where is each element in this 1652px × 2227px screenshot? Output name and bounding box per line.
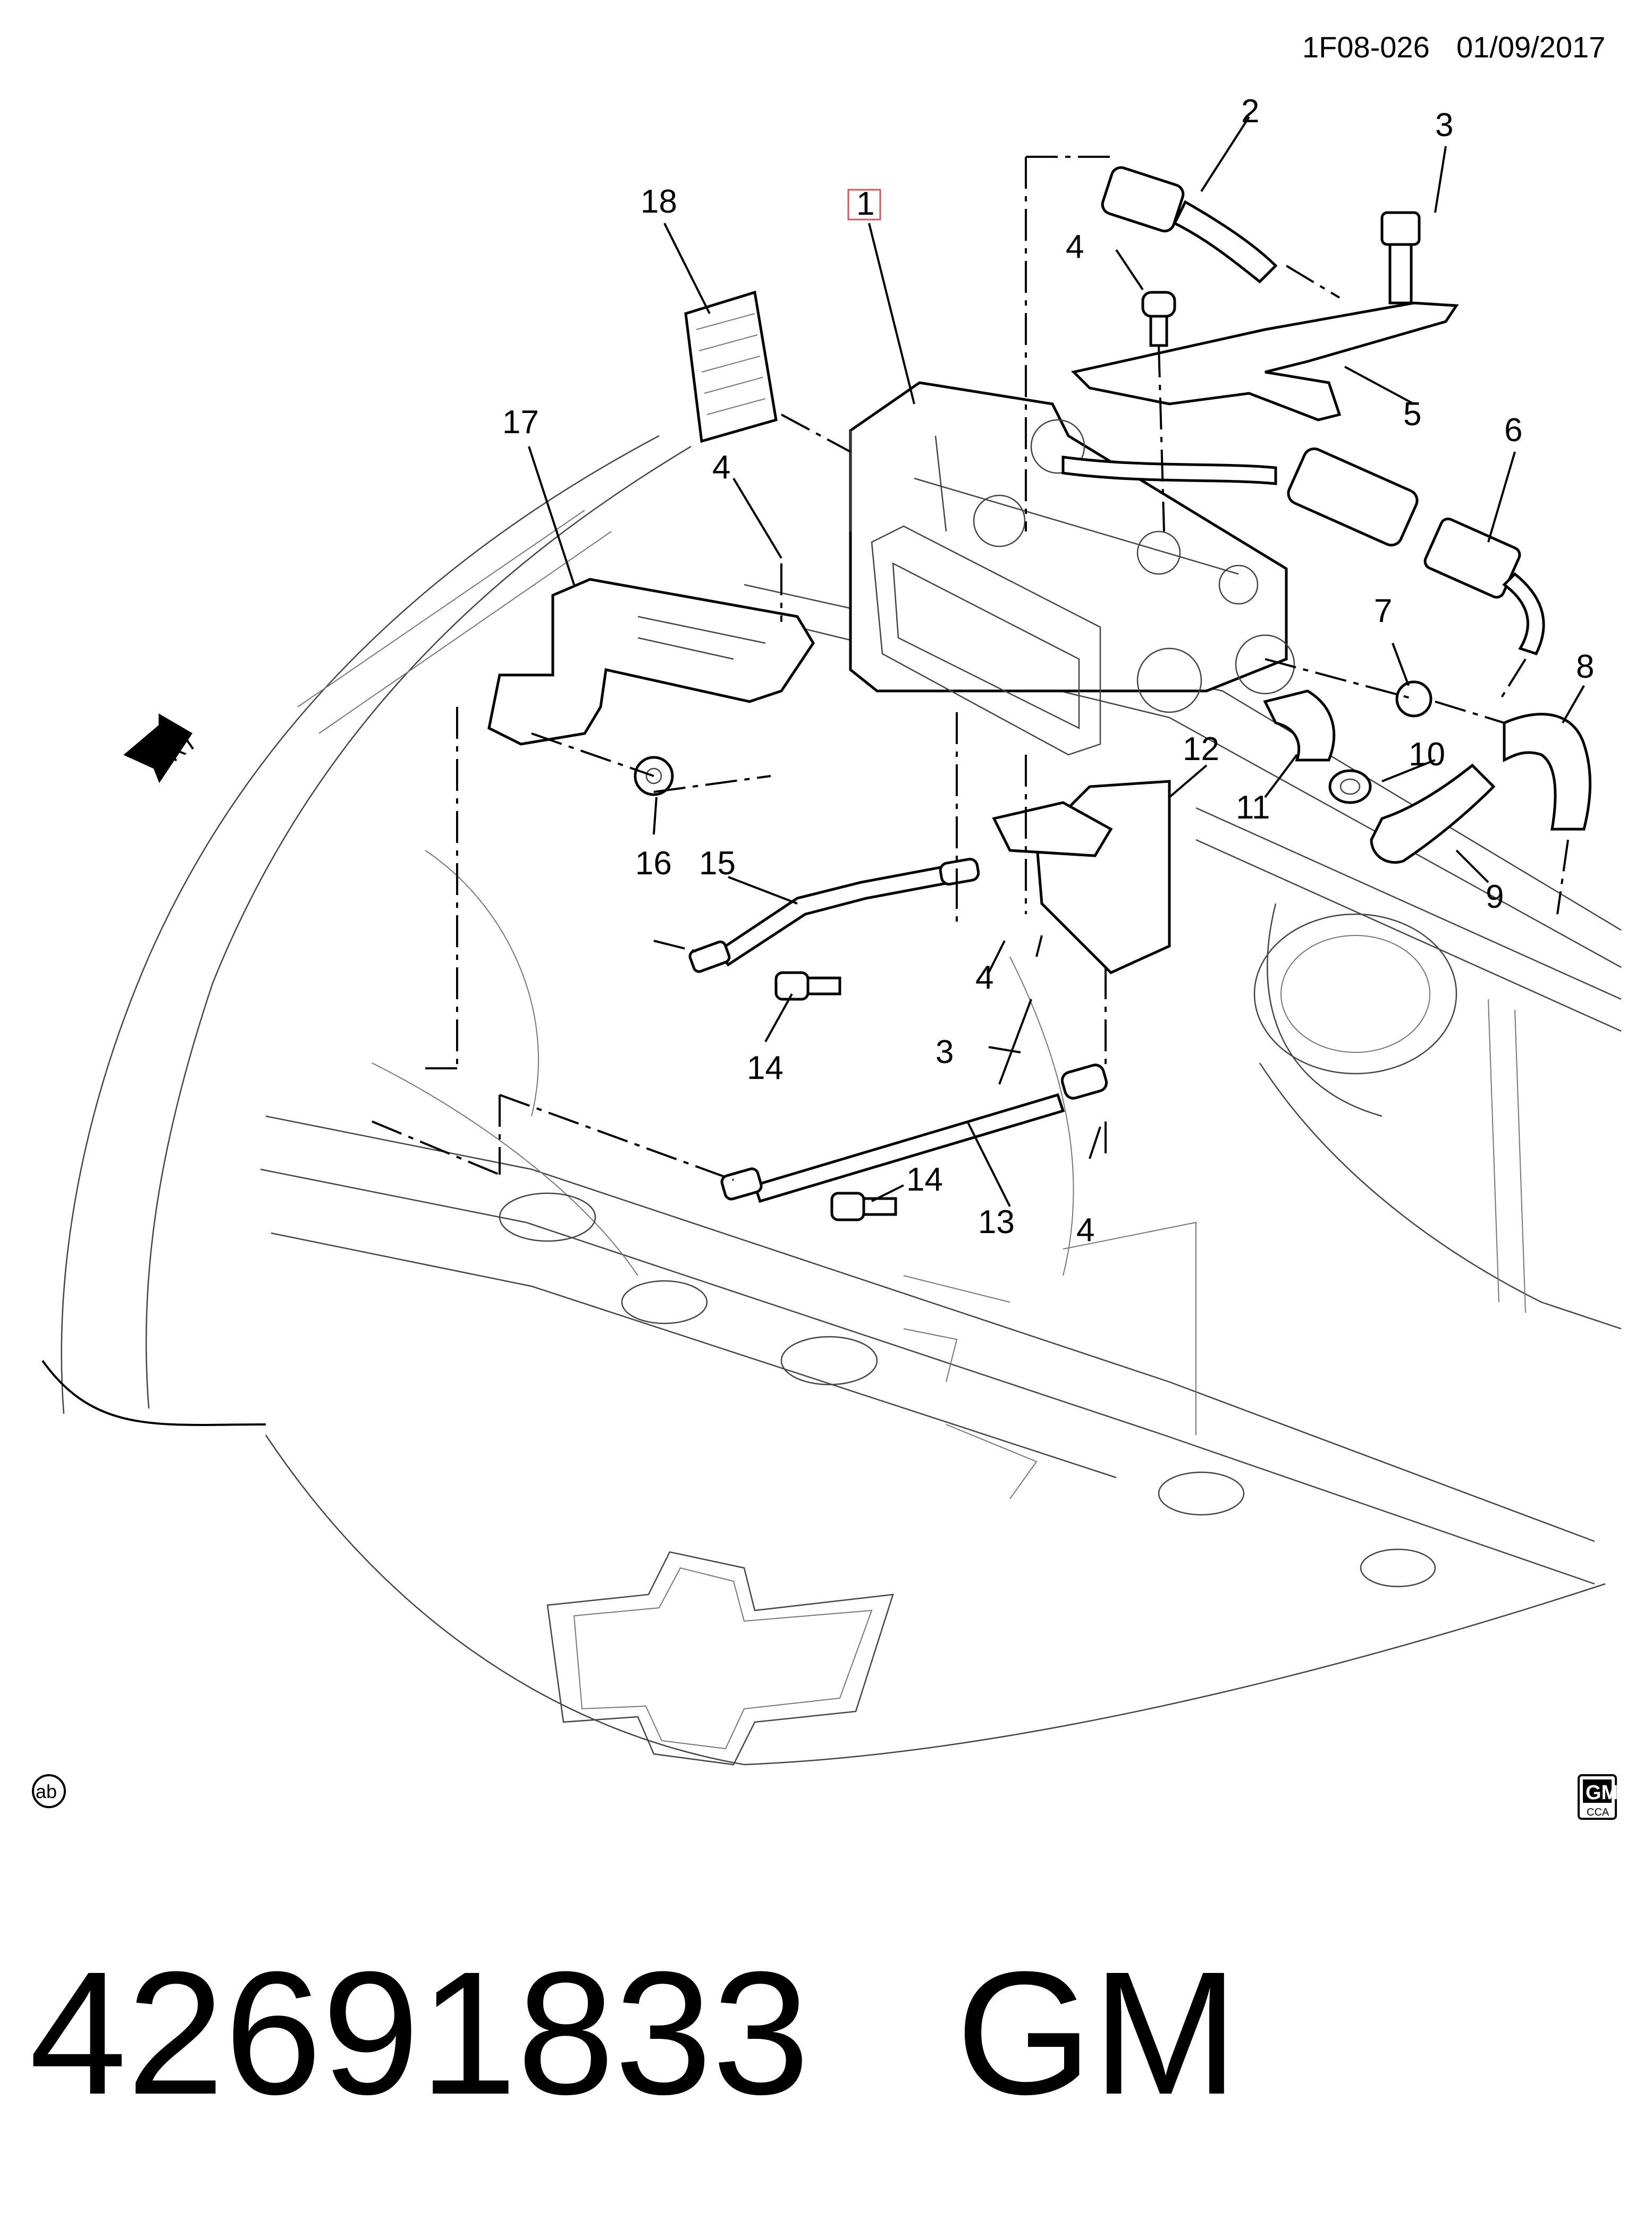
callout-17: 17 bbox=[502, 404, 539, 441]
wiring-connector-6 bbox=[1061, 447, 1545, 656]
heat-shield-bracket bbox=[992, 780, 1171, 974]
callout-6: 6 bbox=[1504, 412, 1522, 449]
bowtie-emblem bbox=[546, 1551, 894, 1766]
warning-label bbox=[684, 290, 778, 443]
hose-clamp bbox=[1395, 680, 1432, 718]
callout-18: 18 bbox=[640, 183, 677, 220]
ab-badge-text: ab bbox=[36, 1781, 57, 1802]
callout-9: 9 bbox=[1486, 879, 1504, 915]
callout-11: 11 bbox=[1236, 789, 1270, 826]
callout-13: 13 bbox=[978, 1204, 1015, 1241]
ground-strap-lower bbox=[720, 1064, 1108, 1203]
gm-logo-subtext: CCA bbox=[1587, 1807, 1609, 1818]
callout-12: 12 bbox=[1183, 731, 1219, 767]
diagram-date: 01/09/2017 bbox=[1456, 30, 1605, 64]
hose-9 bbox=[1370, 763, 1496, 864]
callouts: 1 2 3 3 4 4 4 4 4 4 5 6 7 8 9 10 11 12 1… bbox=[502, 93, 1594, 1249]
callout-3-lower: 3 bbox=[935, 1034, 954, 1070]
callout-4-bottom: 4 bbox=[1076, 1212, 1094, 1249]
callout-3: 3 bbox=[1435, 107, 1453, 144]
grommet bbox=[1328, 769, 1372, 804]
callout-14-lower: 14 bbox=[906, 1161, 943, 1198]
part-number-footer: 42691833 GM bbox=[29, 1945, 1238, 2121]
parts-diagram: 1F08-026 01/09/2017 bbox=[32, 30, 1622, 1820]
gm-logo-text: GM bbox=[1586, 1782, 1618, 1804]
footer-spacer bbox=[810, 1935, 956, 2131]
callout-16: 16 bbox=[635, 845, 672, 882]
part-number: 42691833 bbox=[29, 1935, 810, 2131]
ground-strap-upper bbox=[688, 857, 980, 973]
vehicle-outline bbox=[41, 435, 1622, 1766]
callout-1: 1 bbox=[856, 185, 874, 222]
diagram-code: 1F08-026 bbox=[1302, 30, 1430, 64]
callout-2: 2 bbox=[1241, 93, 1259, 130]
callout-8: 8 bbox=[1576, 648, 1594, 685]
callout-1-highlight-box bbox=[847, 189, 881, 221]
callout-15: 15 bbox=[699, 845, 736, 882]
elbow-fitting bbox=[1263, 689, 1336, 762]
callout-4-left: 4 bbox=[712, 449, 730, 486]
bolt-top bbox=[1380, 211, 1421, 305]
callout-14-upper: 14 bbox=[747, 1050, 783, 1086]
mounting-bracket bbox=[1071, 301, 1459, 421]
wire-harness-connector bbox=[1101, 166, 1278, 284]
brand-name: GM bbox=[956, 1935, 1238, 2131]
bolt-14-lower bbox=[830, 1192, 897, 1221]
callout-7: 7 bbox=[1374, 593, 1392, 629]
bolt-upper bbox=[1141, 291, 1176, 347]
leader-lines bbox=[372, 116, 1585, 1207]
front-direction-arrow: FRT bbox=[123, 713, 202, 783]
module-assembly bbox=[849, 381, 1295, 756]
callout-4-mid: 4 bbox=[975, 959, 993, 996]
hose-8 bbox=[1503, 713, 1591, 831]
bolt-14-upper bbox=[774, 971, 841, 1001]
gm-logo: GM CCA bbox=[1578, 1774, 1618, 1820]
callout-10: 10 bbox=[1409, 736, 1445, 773]
ab-badge: ab bbox=[32, 1774, 66, 1808]
callout-4-top: 4 bbox=[1066, 229, 1084, 265]
callout-5: 5 bbox=[1403, 396, 1421, 433]
module-bracket bbox=[487, 578, 815, 746]
